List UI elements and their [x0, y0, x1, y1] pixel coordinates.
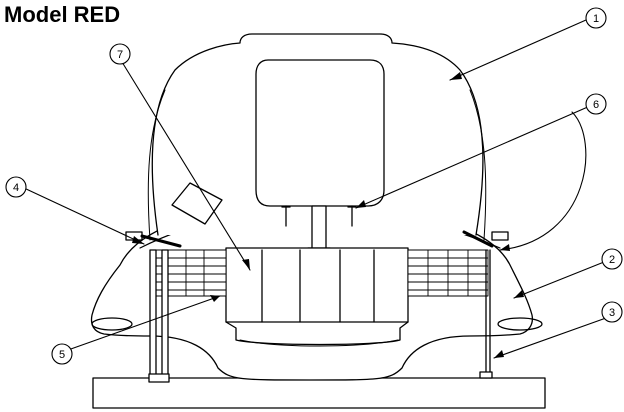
callout-5-number: 5: [59, 349, 65, 361]
right-anchor-bolt: [479, 249, 493, 379]
callout-3-number: 3: [609, 307, 615, 319]
callout-6-number: 6: [593, 99, 599, 111]
right-foot: [497, 317, 543, 331]
left-foot: [91, 317, 133, 331]
callout-7-circle: [109, 43, 131, 65]
callout-4-number: 4: [13, 182, 19, 194]
callout-4-circle: [5, 176, 27, 198]
callout-5-circle: [51, 343, 73, 365]
callout-2-number: 2: [609, 254, 615, 266]
callout-3-circle: [601, 301, 623, 323]
callout-7-number: 7: [117, 49, 123, 61]
callout-6-circle: [585, 93, 607, 115]
callout-2-circle: [601, 248, 623, 270]
diagram-title: Model RED: [4, 2, 121, 27]
right-grille: [407, 249, 489, 297]
callout-1-number: 1: [593, 13, 599, 25]
callout-1-circle: [585, 7, 607, 29]
base-plate: [92, 377, 546, 409]
motor-body: [255, 59, 385, 207]
fan-wheel: [225, 247, 409, 346]
leader-lines: [23, 19, 607, 359]
